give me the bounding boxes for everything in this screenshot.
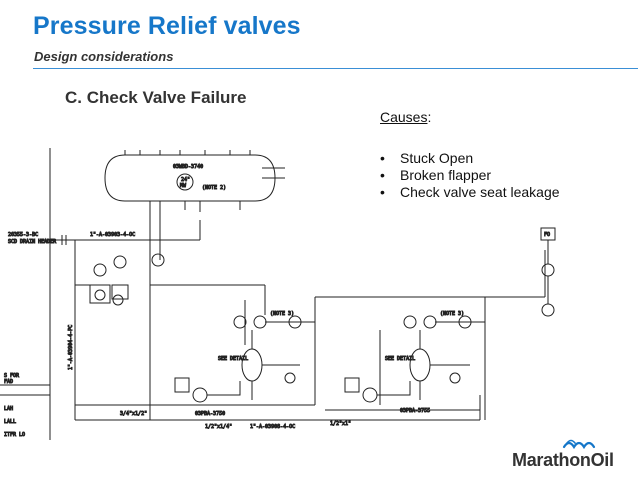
left-fragment: FAD <box>4 379 13 385</box>
instrument-icon <box>423 315 437 329</box>
title-divider <box>33 68 638 69</box>
instrument-icon <box>112 294 124 306</box>
marathon-waves-icon <box>562 439 596 450</box>
pump-line: 1"-A-03908-4-OC <box>250 424 295 430</box>
instrument-icon <box>113 255 127 269</box>
instrument-icon <box>541 263 555 277</box>
drain-header-line: 26355-3-BC <box>8 232 38 238</box>
instrument-icon <box>233 315 247 329</box>
instrument-icon <box>93 263 107 277</box>
pump-a-motor-icon <box>192 387 208 403</box>
manway-icon <box>176 173 194 191</box>
vertical-line-number: 1"-A-03904-4-PC <box>68 325 74 370</box>
cause-item: •Broken flapper <box>380 167 492 183</box>
pump-b-tag: 03PBA-3755 <box>400 408 430 414</box>
see-detail-a: SEE DETAIL <box>218 356 248 362</box>
note-3-a: (NOTE 3) <box>270 311 294 317</box>
instrument-icon <box>253 315 267 329</box>
cause-item: •Stuck Open <box>380 150 474 166</box>
marathon-oil-wordmark: MarathonOil <box>512 450 614 470</box>
drain-header-label: SCD DRAIN HEADER <box>8 239 57 245</box>
instrument-icon <box>403 315 417 329</box>
vessel-tag: 03WBD-3740 <box>173 164 203 170</box>
drain-line-number: 1"-A-03903-4-OC <box>90 232 135 238</box>
causes-list: •Stuck Open •Broken flapper •Check valve… <box>380 150 560 201</box>
causes-title: Causes: <box>380 109 432 125</box>
instrument-icon <box>151 253 165 267</box>
left-fragment: LALL <box>4 419 16 425</box>
cause-item: •Check valve seat leakage <box>380 184 560 200</box>
left-fragment: LAH <box>4 406 13 412</box>
pid-drawing: 03WBD-3740 24" MW (NOTE 2) 26355-3-BC SC… <box>0 148 556 440</box>
note-3-b: (NOTE 3) <box>440 311 464 317</box>
instrument-icon <box>284 372 296 384</box>
pump-a <box>174 300 315 403</box>
pump-b <box>344 297 486 420</box>
manway-label: MW <box>180 183 187 189</box>
pipe-size: 1/2"x1" <box>330 421 351 427</box>
pipe-size: 1/2"x1/4" <box>205 424 232 430</box>
vessel <box>104 150 285 218</box>
left-fragment: S FOR <box>4 373 20 379</box>
slide-title: Pressure Relief valves <box>33 12 301 40</box>
slide-subtitle: Design considerations <box>34 49 174 64</box>
instrument-icon <box>449 372 461 384</box>
pump-a-tag: 03PBA-3750 <box>195 411 225 417</box>
section-heading: C. Check Valve Failure <box>65 88 247 107</box>
vessel-note: (NOTE 2) <box>202 185 226 191</box>
manway-size: 24" <box>181 177 190 183</box>
pipe-size: 3/4"x1/2" <box>120 411 147 417</box>
left-fragment: ITFR LO <box>4 432 25 438</box>
marathon-oil-logo: MarathonOil <box>512 436 624 474</box>
instrument-icon <box>541 303 555 317</box>
see-detail-b: SEE DETAIL <box>385 356 415 362</box>
fo-label: FO <box>544 232 550 238</box>
pump-b-motor-icon <box>362 387 378 403</box>
instrument-icon <box>94 289 106 301</box>
